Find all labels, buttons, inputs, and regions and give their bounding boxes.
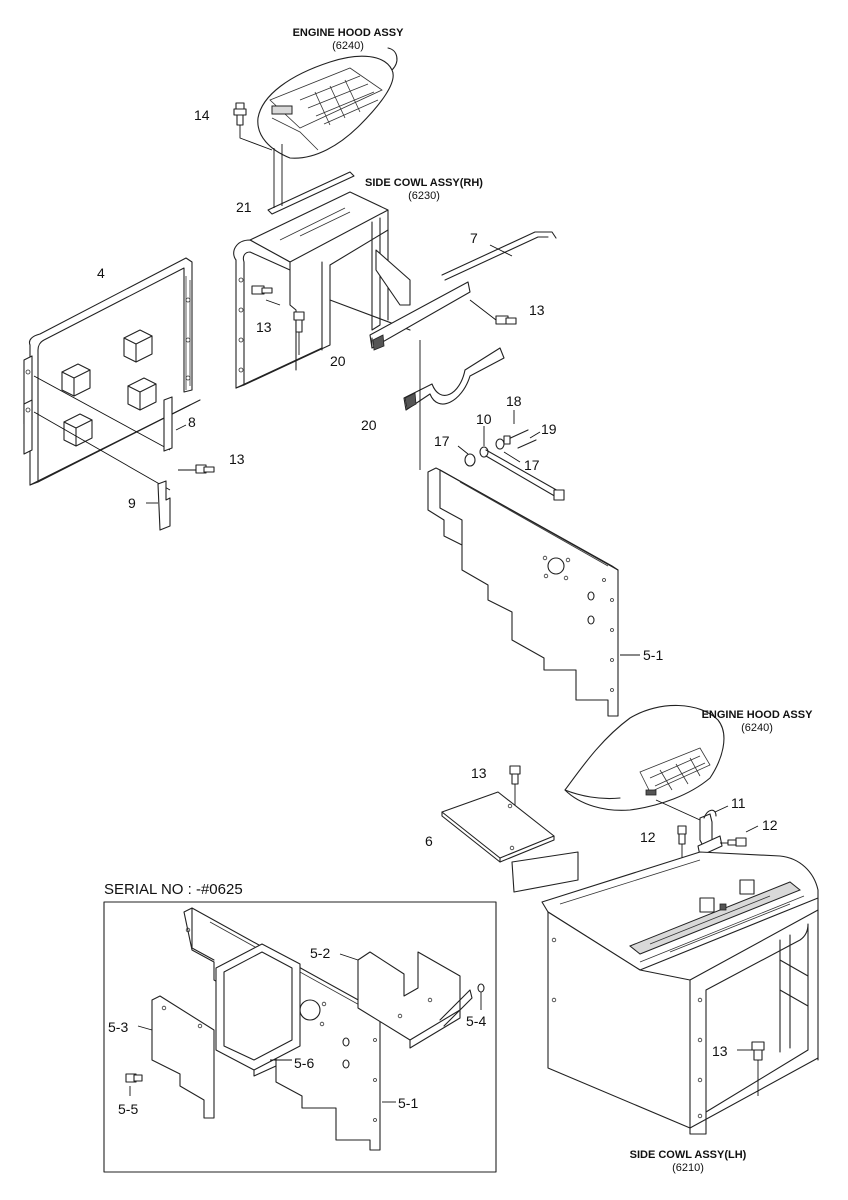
callout-5-6: 5-6 (294, 1055, 314, 1071)
callout-13-d: 13 (471, 765, 487, 781)
assy-cowl-lh-name: SIDE COWL ASSY(LH) (630, 1149, 747, 1161)
callout-12-a: 12 (640, 829, 656, 845)
pin-19 (517, 431, 541, 449)
serial-label: SERIAL NO : -#0625 (104, 881, 243, 898)
bolt-13-plate (469, 299, 517, 325)
washer-17-right (495, 438, 521, 463)
callout-13-c: 13 (229, 451, 245, 467)
callout-5-1-inset: 5-1 (398, 1095, 418, 1111)
callout-12-b: 12 (762, 817, 778, 833)
bolt-13-bracket (178, 464, 215, 474)
leader-line (655, 799, 701, 821)
plate-6 (441, 791, 555, 863)
callout-9: 9 (128, 495, 136, 511)
panel-4-blocks (61, 329, 157, 447)
assy-hood-top-code: (6240) (332, 40, 364, 52)
serial-inset-box (103, 901, 497, 1173)
callout-10: 10 (476, 411, 492, 427)
shim-sheet (511, 851, 579, 893)
callout-11: 11 (731, 795, 746, 811)
callout-5-2: 5-2 (310, 945, 330, 961)
callout-20-b: 20 (361, 417, 377, 433)
bolt-13-frame-a (251, 285, 281, 306)
callout-13-e: 13 (712, 1043, 728, 1059)
callout-17-a: 17 (434, 433, 450, 449)
bolt-12-right (720, 825, 759, 847)
assy-hood-right-code: (6240) (741, 722, 773, 734)
callout-19: 19 (541, 421, 557, 437)
inset-plate-5-3 (137, 995, 215, 1119)
assy-hood-top-name: ENGINE HOOD ASSY (293, 27, 404, 39)
assy-cowl-rh-name: SIDE COWL ASSY(RH) (365, 177, 483, 189)
panel-5-1-upper (427, 467, 640, 717)
engine-hood-top-part (257, 47, 398, 159)
bolt-13-cowl-lh (737, 1041, 765, 1096)
panel-4 (23, 257, 201, 486)
side-cowl-rh-frame (233, 191, 411, 389)
plate-20-lower (403, 340, 505, 470)
callout-5-3: 5-3 (108, 1019, 128, 1035)
callout-21: 21 (236, 199, 252, 215)
inset-pin-5-4 (477, 983, 485, 1010)
hinge-strip-21 (267, 144, 355, 215)
bolt-14 (233, 102, 273, 151)
inset-bolt-5-5 (125, 1073, 143, 1096)
inset-cover-5-2 (339, 951, 473, 1049)
leader-line (33, 375, 171, 451)
inset-gasket-5-6 (215, 943, 301, 1077)
callout-6: 6 (425, 833, 433, 849)
latch-11 (697, 805, 729, 857)
side-cowl-lh-frame (541, 851, 819, 1135)
assy-cowl-rh-code: (6230) (408, 190, 440, 202)
callout-20-a: 20 (330, 353, 346, 369)
callout-4: 4 (97, 265, 105, 281)
leader-line (33, 411, 171, 491)
callout-5-1: 5-1 (643, 647, 663, 663)
callout-7: 7 (470, 230, 478, 246)
callout-18: 18 (506, 393, 522, 409)
rod-10 (479, 426, 565, 501)
bracket-9 (146, 480, 171, 531)
assy-hood-right-name: ENGINE HOOD ASSY (702, 709, 813, 721)
callout-5-5: 5-5 (118, 1101, 138, 1117)
callout-5-4: 5-4 (466, 1013, 486, 1029)
callout-13-a: 13 (256, 319, 272, 335)
engine-hood-right-part (564, 704, 725, 811)
bolt-18 (503, 410, 529, 445)
rod-7 (441, 231, 557, 281)
plate-20-upper (369, 281, 471, 351)
washer-17-left (457, 445, 476, 467)
bracket-8 (163, 396, 187, 452)
callout-14: 14 (194, 107, 210, 123)
bolt-13-frame-b (293, 311, 305, 355)
callout-13-b: 13 (529, 302, 545, 318)
callout-17-b: 17 (524, 457, 540, 473)
callout-8: 8 (188, 414, 196, 430)
assy-cowl-lh-code: (6210) (672, 1162, 704, 1174)
